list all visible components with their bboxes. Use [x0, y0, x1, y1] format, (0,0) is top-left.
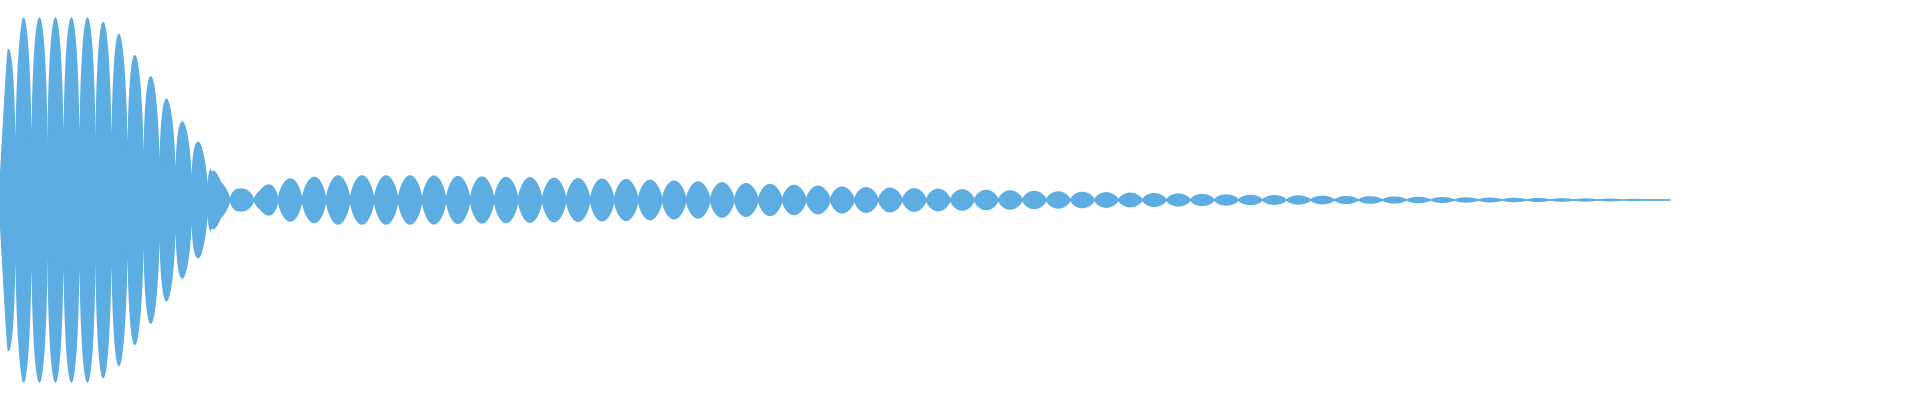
audio-waveform: [0, 17, 1671, 383]
waveform-view: [0, 17, 1671, 383]
